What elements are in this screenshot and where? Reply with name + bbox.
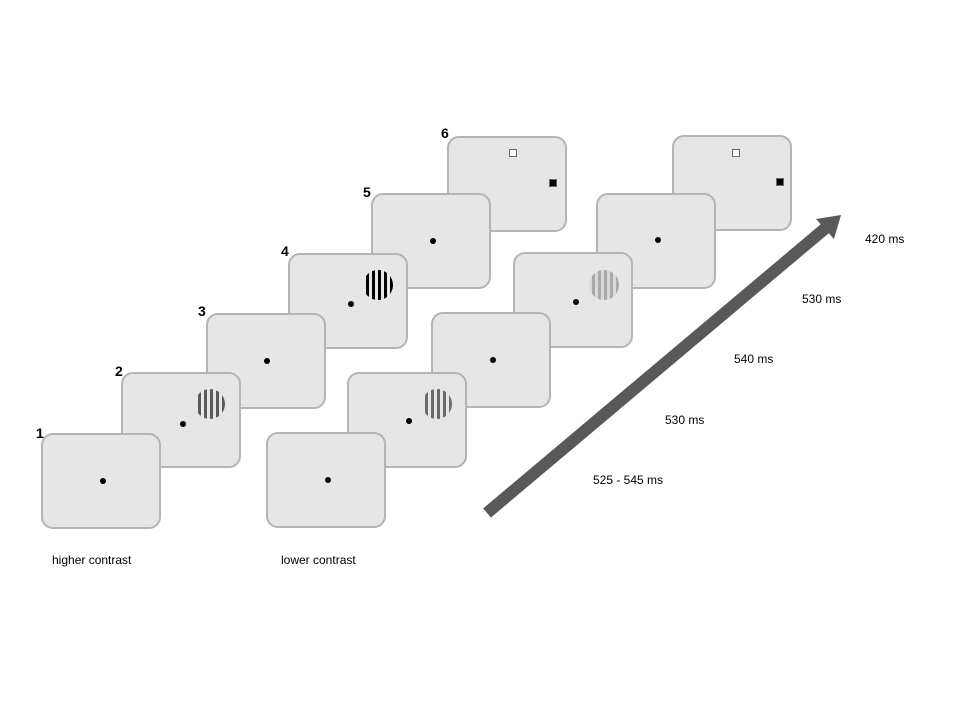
higher-contrast-label: higher contrast <box>52 553 132 567</box>
hc-frame-2-fixation <box>180 421 186 427</box>
frame-number-4: 4 <box>281 243 289 259</box>
hc-frame-1 <box>41 433 161 529</box>
lc-frame-6-top-square <box>732 149 740 157</box>
frame-number-6: 6 <box>441 125 449 141</box>
hc-frame-6-right-square <box>549 179 557 187</box>
hc-frame-2 <box>121 372 241 468</box>
frame-number-2: 2 <box>115 363 123 379</box>
lc-frame-4-fixation <box>573 299 579 305</box>
time-arrow-head <box>816 215 841 239</box>
lc-frame-6-right-square <box>776 178 784 186</box>
hc-frame-3-fixation <box>264 358 270 364</box>
lc-frame-3-fixation <box>490 357 496 363</box>
hc-frame-4-grating <box>363 270 393 300</box>
hc-frame-4-fixation <box>348 301 354 307</box>
lc-frame-1-fixation <box>325 477 331 483</box>
lc-frame-5-fixation <box>655 237 661 243</box>
frame-number-1: 1 <box>36 425 44 441</box>
lc-frame-2-fixation <box>406 418 412 424</box>
lc-frame-1 <box>266 432 386 528</box>
hc-frame-1-fixation <box>100 478 106 484</box>
frame-number-5: 5 <box>363 184 371 200</box>
duration-label-2: 530 ms <box>665 413 705 427</box>
lc-frame-4-grating <box>589 270 619 300</box>
lc-frame-2-grating <box>422 389 452 419</box>
time-arrow-shaft <box>483 221 832 518</box>
hc-frame-6-top-square <box>509 149 517 157</box>
duration-label-1: 525 - 545 ms <box>593 473 664 487</box>
hc-frame-5-fixation <box>430 238 436 244</box>
hc-frame-2-grating <box>195 389 225 419</box>
hc-frame-5 <box>371 193 491 289</box>
duration-label-5: 420 ms <box>865 232 905 246</box>
lower-contrast-label: lower contrast <box>281 553 356 567</box>
frame-number-3: 3 <box>198 303 206 319</box>
duration-label-4: 530 ms <box>802 292 842 306</box>
duration-label-3: 540 ms <box>734 352 774 366</box>
